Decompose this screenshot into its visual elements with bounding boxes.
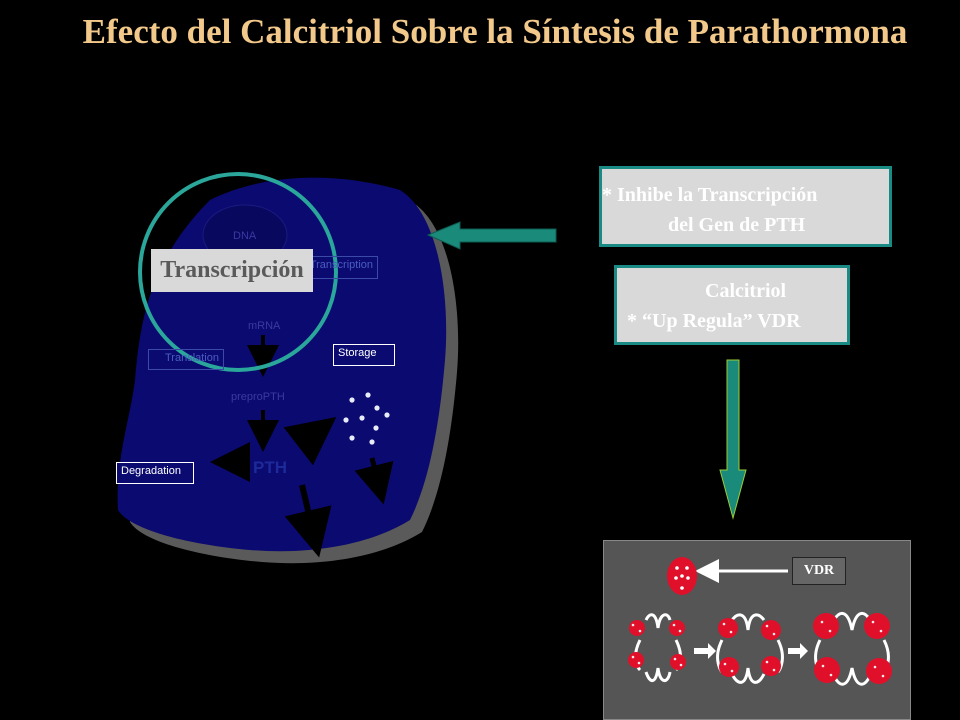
pth-label: PTH xyxy=(253,458,287,477)
arrow-to-storage xyxy=(283,416,337,466)
arrow-secretion-2 xyxy=(354,457,394,505)
storage-box: Storage xyxy=(333,344,395,366)
calcitriol-line-1: Calcitriol xyxy=(705,280,787,302)
inhibition-box: * Inhibe la Transcripción del Gen de PTH xyxy=(599,166,892,247)
dna-label: DNA xyxy=(233,230,257,242)
upregulation-arrow xyxy=(719,359,747,520)
degradation-box: Degradation xyxy=(116,462,194,484)
vdr-label: VDR xyxy=(792,557,846,585)
mrna-label: mRNA xyxy=(248,320,281,332)
prepropth-label: preproPTH xyxy=(231,391,285,403)
calcitriol-box: Calcitriol * “Up Regula” VDR xyxy=(614,265,850,345)
calcitriol-line-2: * “Up Regula” VDR xyxy=(627,310,801,332)
translation-box: Translation xyxy=(148,349,224,370)
inhibition-arrow xyxy=(426,221,557,250)
storage-granules xyxy=(343,392,390,445)
transcription-highlight-circle xyxy=(138,172,338,372)
transcripcion-label: Transcripción xyxy=(151,249,313,292)
page-title: Efecto del Calcitriol Sobre la Síntesis … xyxy=(82,12,908,51)
inhibition-line-1: * Inhibe la Transcripción xyxy=(602,184,818,206)
inhibition-line-2: del Gen de PTH xyxy=(668,214,806,236)
arrow-secretion-1 xyxy=(284,484,332,558)
